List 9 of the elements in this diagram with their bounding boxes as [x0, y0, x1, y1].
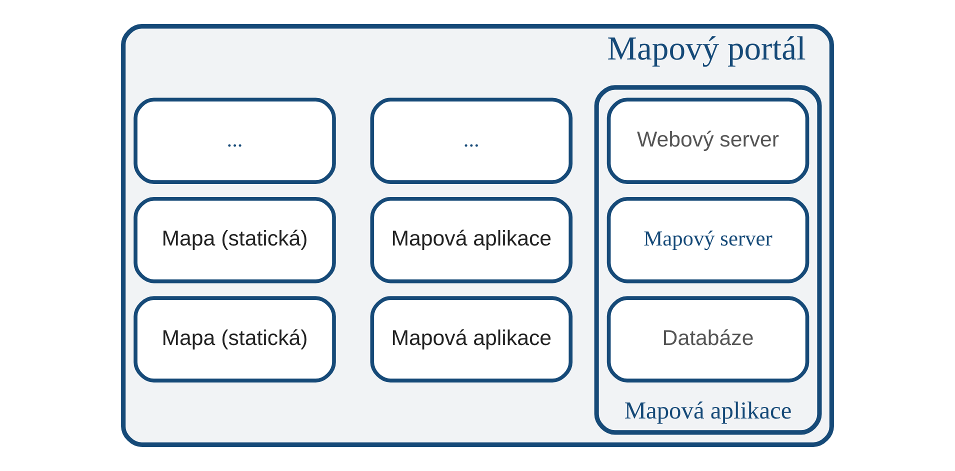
node-box: Databáze: [606, 296, 810, 382]
node-box: Mapový server: [606, 196, 810, 284]
node-box: Mapová aplikace: [370, 296, 573, 382]
node-box: Mapová aplikace: [370, 196, 573, 284]
node-box: Mapa (statická): [134, 196, 336, 284]
node-box: ...: [370, 98, 573, 184]
node-box: Mapa (statická): [134, 296, 336, 382]
node-box: ...: [134, 98, 336, 184]
node-box: Webový server: [606, 98, 810, 184]
